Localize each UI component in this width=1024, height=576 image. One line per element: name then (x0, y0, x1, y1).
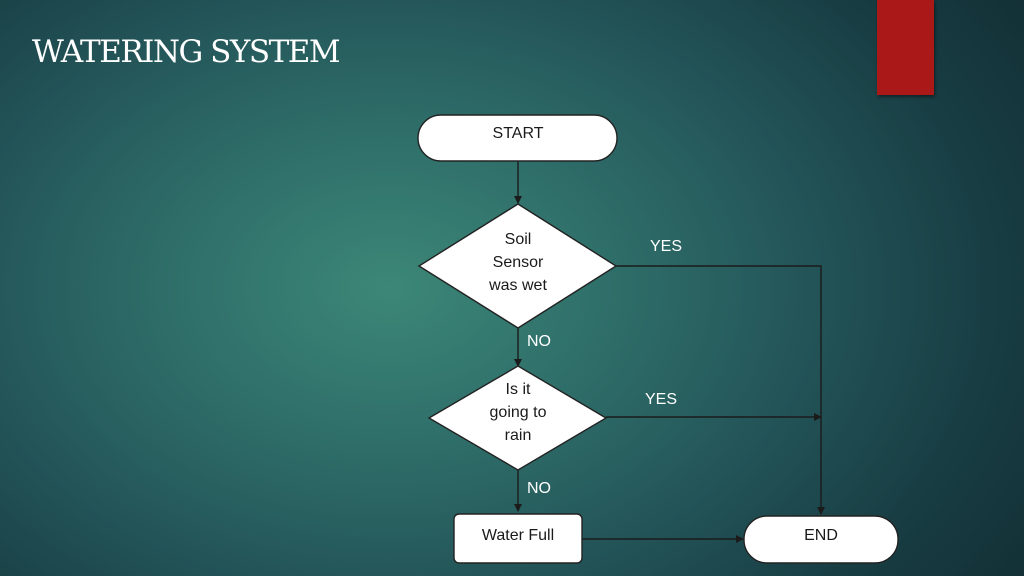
rain-check-label-line-1: Is it (506, 381, 531, 398)
start-shape (417, 114, 618, 162)
rain-no-label: NO (527, 480, 551, 497)
slide-title: WATERING SYSTEM (32, 34, 341, 70)
start-label: START (493, 125, 544, 142)
end-shape (743, 515, 899, 564)
connector-lines (514, 161, 825, 543)
soil-sensor-label-line-2: Sensor (493, 254, 544, 271)
water-full-shape (453, 513, 583, 564)
soil-sensor-label-line-1: Soil (505, 231, 532, 248)
water-full-node: Water Full (453, 513, 583, 564)
rain-check-shape (427, 365, 608, 471)
rain-check-decision: Is it going to rain (427, 365, 608, 471)
end-node: END (743, 515, 899, 564)
rain-check-label-line-3: rain (505, 427, 532, 444)
end-label: END (804, 527, 838, 544)
soil-sensor-shape (417, 203, 618, 329)
rain-check-label-line-2: going to (490, 404, 547, 421)
start-node: START (417, 114, 618, 162)
water-full-label: Water Full (482, 527, 554, 544)
soil-sensor-label-line-3: was wet (488, 277, 547, 294)
rain-yes-label: YES (645, 391, 677, 408)
connector-soil-yes (616, 265, 825, 515)
accent-bar (877, 0, 934, 95)
soil-yes-label: YES (650, 238, 682, 255)
soil-sensor-decision: Soil Sensor was wet (417, 203, 618, 329)
soil-no-label: NO (527, 333, 551, 350)
